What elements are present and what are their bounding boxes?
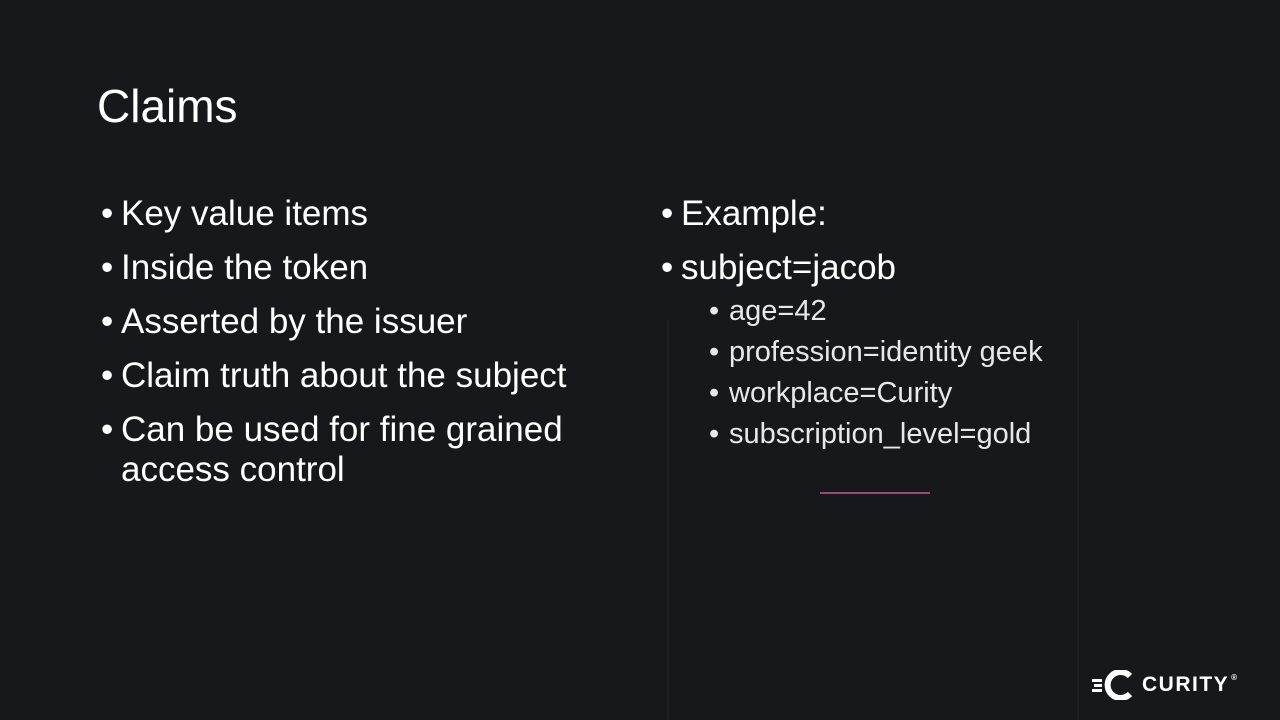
bullet-item: Asserted by the issuer — [101, 302, 621, 342]
bullet-item: Can be used for fine grained access cont… — [101, 410, 621, 490]
bullet-item-with-subitems: subject=jacob age=42 profession=identity… — [661, 248, 1221, 451]
sub-bullet-item: workplace=Curity — [709, 376, 1221, 410]
sub-bullet-list: age=42 profession=identity geek workplac… — [709, 294, 1221, 451]
sub-bullet-item: age=42 — [709, 294, 1221, 328]
registered-mark: ® — [1231, 673, 1239, 682]
sub-bullet-item: profession=identity geek — [709, 335, 1221, 369]
curity-logo: CURITY® — [1092, 668, 1239, 702]
bullet-item: Claim truth about the subject — [101, 356, 621, 396]
curity-logo-icon — [1092, 670, 1133, 700]
logo-wordmark: CURITY® — [1142, 673, 1239, 696]
bullet-item: Inside the token — [101, 248, 621, 288]
sub-bullet-item: subscription_level=gold — [709, 417, 1221, 451]
left-bullet-list: Key value items Inside the token Asserte… — [101, 194, 621, 504]
bullet-item-label: subject=jacob — [681, 248, 897, 287]
bullet-item: Key value items — [101, 194, 621, 234]
right-bullet-list: Example: subject=jacob age=42 profession… — [661, 194, 1221, 465]
bullet-item: Example: — [661, 194, 1221, 234]
slide-title: Claims — [97, 80, 238, 132]
